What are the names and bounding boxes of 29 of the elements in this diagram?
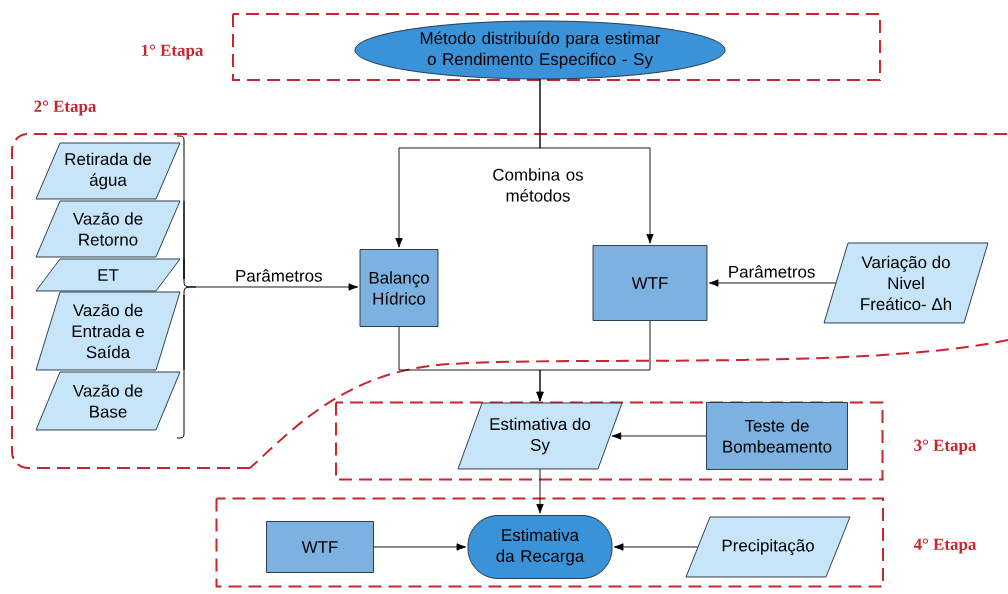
arrow (183, 278, 359, 296)
input-parallelogram: Vazão de Base (35, 371, 181, 431)
stage-label: 2° Etapa (34, 100, 97, 116)
arrow (708, 279, 837, 287)
process-box: Teste de Bombeamento (706, 402, 848, 470)
input-parallelogram: ET (35, 258, 181, 292)
arrow (373, 543, 467, 551)
arrow (539, 78, 654, 244)
brace-segment (176, 294, 185, 439)
annotation-text: Combina os métodos (493, 168, 584, 202)
rounded-box: Estimativa da Recarga (467, 515, 613, 579)
node-label: 4° Etapa (913, 538, 977, 554)
process-box: Balanço Hídrico (359, 249, 439, 327)
process-box: WTF (592, 245, 708, 321)
arrow (611, 432, 707, 440)
node-label: 3° Etapa (914, 439, 977, 455)
edge-label: Parâmetros (729, 265, 815, 278)
arrow (613, 543, 699, 551)
input-parallelogram: Precipitação (685, 516, 851, 578)
input-parallelogram: Variação do Nivel Freático- Δh (823, 242, 989, 324)
brace-segment (183, 258, 185, 280)
input-parallelogram: Vazão de Retorno (35, 200, 181, 258)
input-parallelogram: Retirada de água (35, 142, 181, 200)
arrow (536, 320, 651, 402)
arrow (536, 468, 544, 514)
node-label: 1° Etapa (141, 44, 204, 60)
edge-label: Parâmetros (236, 269, 322, 282)
input-parallelogram: Estimativa do Sy (457, 402, 623, 470)
process-box: WTF (266, 521, 374, 573)
